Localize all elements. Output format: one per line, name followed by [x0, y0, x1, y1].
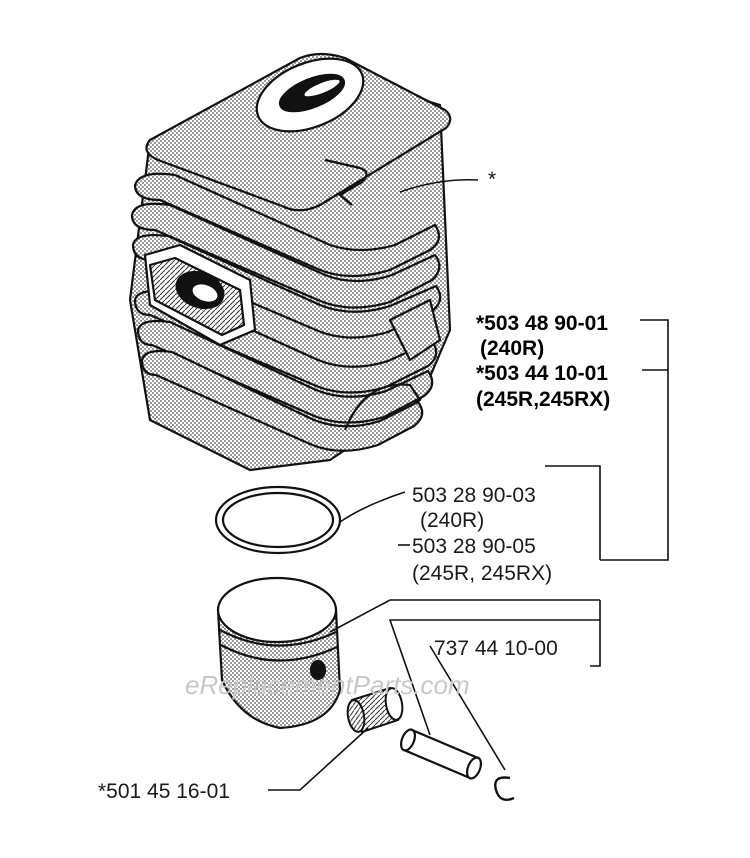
ring-leader-line: [339, 491, 406, 523]
needle-bearing-illustration: [346, 686, 404, 734]
ring-part-2-label: 503 28 90-05: [412, 535, 536, 558]
star-leader-line: [399, 178, 479, 193]
circlip-illustration: [494, 776, 515, 801]
cylinder-part-1-label: *503 48 90-01: [476, 312, 608, 335]
bearing-part-label: *501 45 16-01: [98, 780, 230, 803]
circlip-part-label: 737 44 10-00: [434, 637, 558, 660]
bearing-leader-line: [268, 727, 369, 791]
cylinder-model-2-label: (245R,245RX): [476, 388, 610, 411]
star-label: *: [488, 168, 496, 191]
cylinder-illustration: [128, 52, 452, 472]
bracket-lines: [398, 319, 669, 667]
pin-leader-line: [388, 619, 600, 736]
piston-leader-line: [329, 599, 600, 633]
ring-model-2-label: (245R, 245RX): [412, 562, 552, 585]
piston-ring-illustration: [214, 485, 342, 555]
wrist-pin-illustration: [399, 728, 483, 780]
cylinder-part-2-label: *503 44 10-01: [476, 362, 608, 385]
piston-illustration: [216, 576, 342, 730]
circlip-leader-line: [429, 645, 506, 771]
cylinder-model-1-label: (240R): [480, 337, 544, 360]
ring-part-1-label: 503 28 90-03: [412, 484, 536, 507]
watermark: eReplacementParts.com: [185, 670, 470, 700]
ring-model-1-label: (240R): [420, 509, 484, 532]
